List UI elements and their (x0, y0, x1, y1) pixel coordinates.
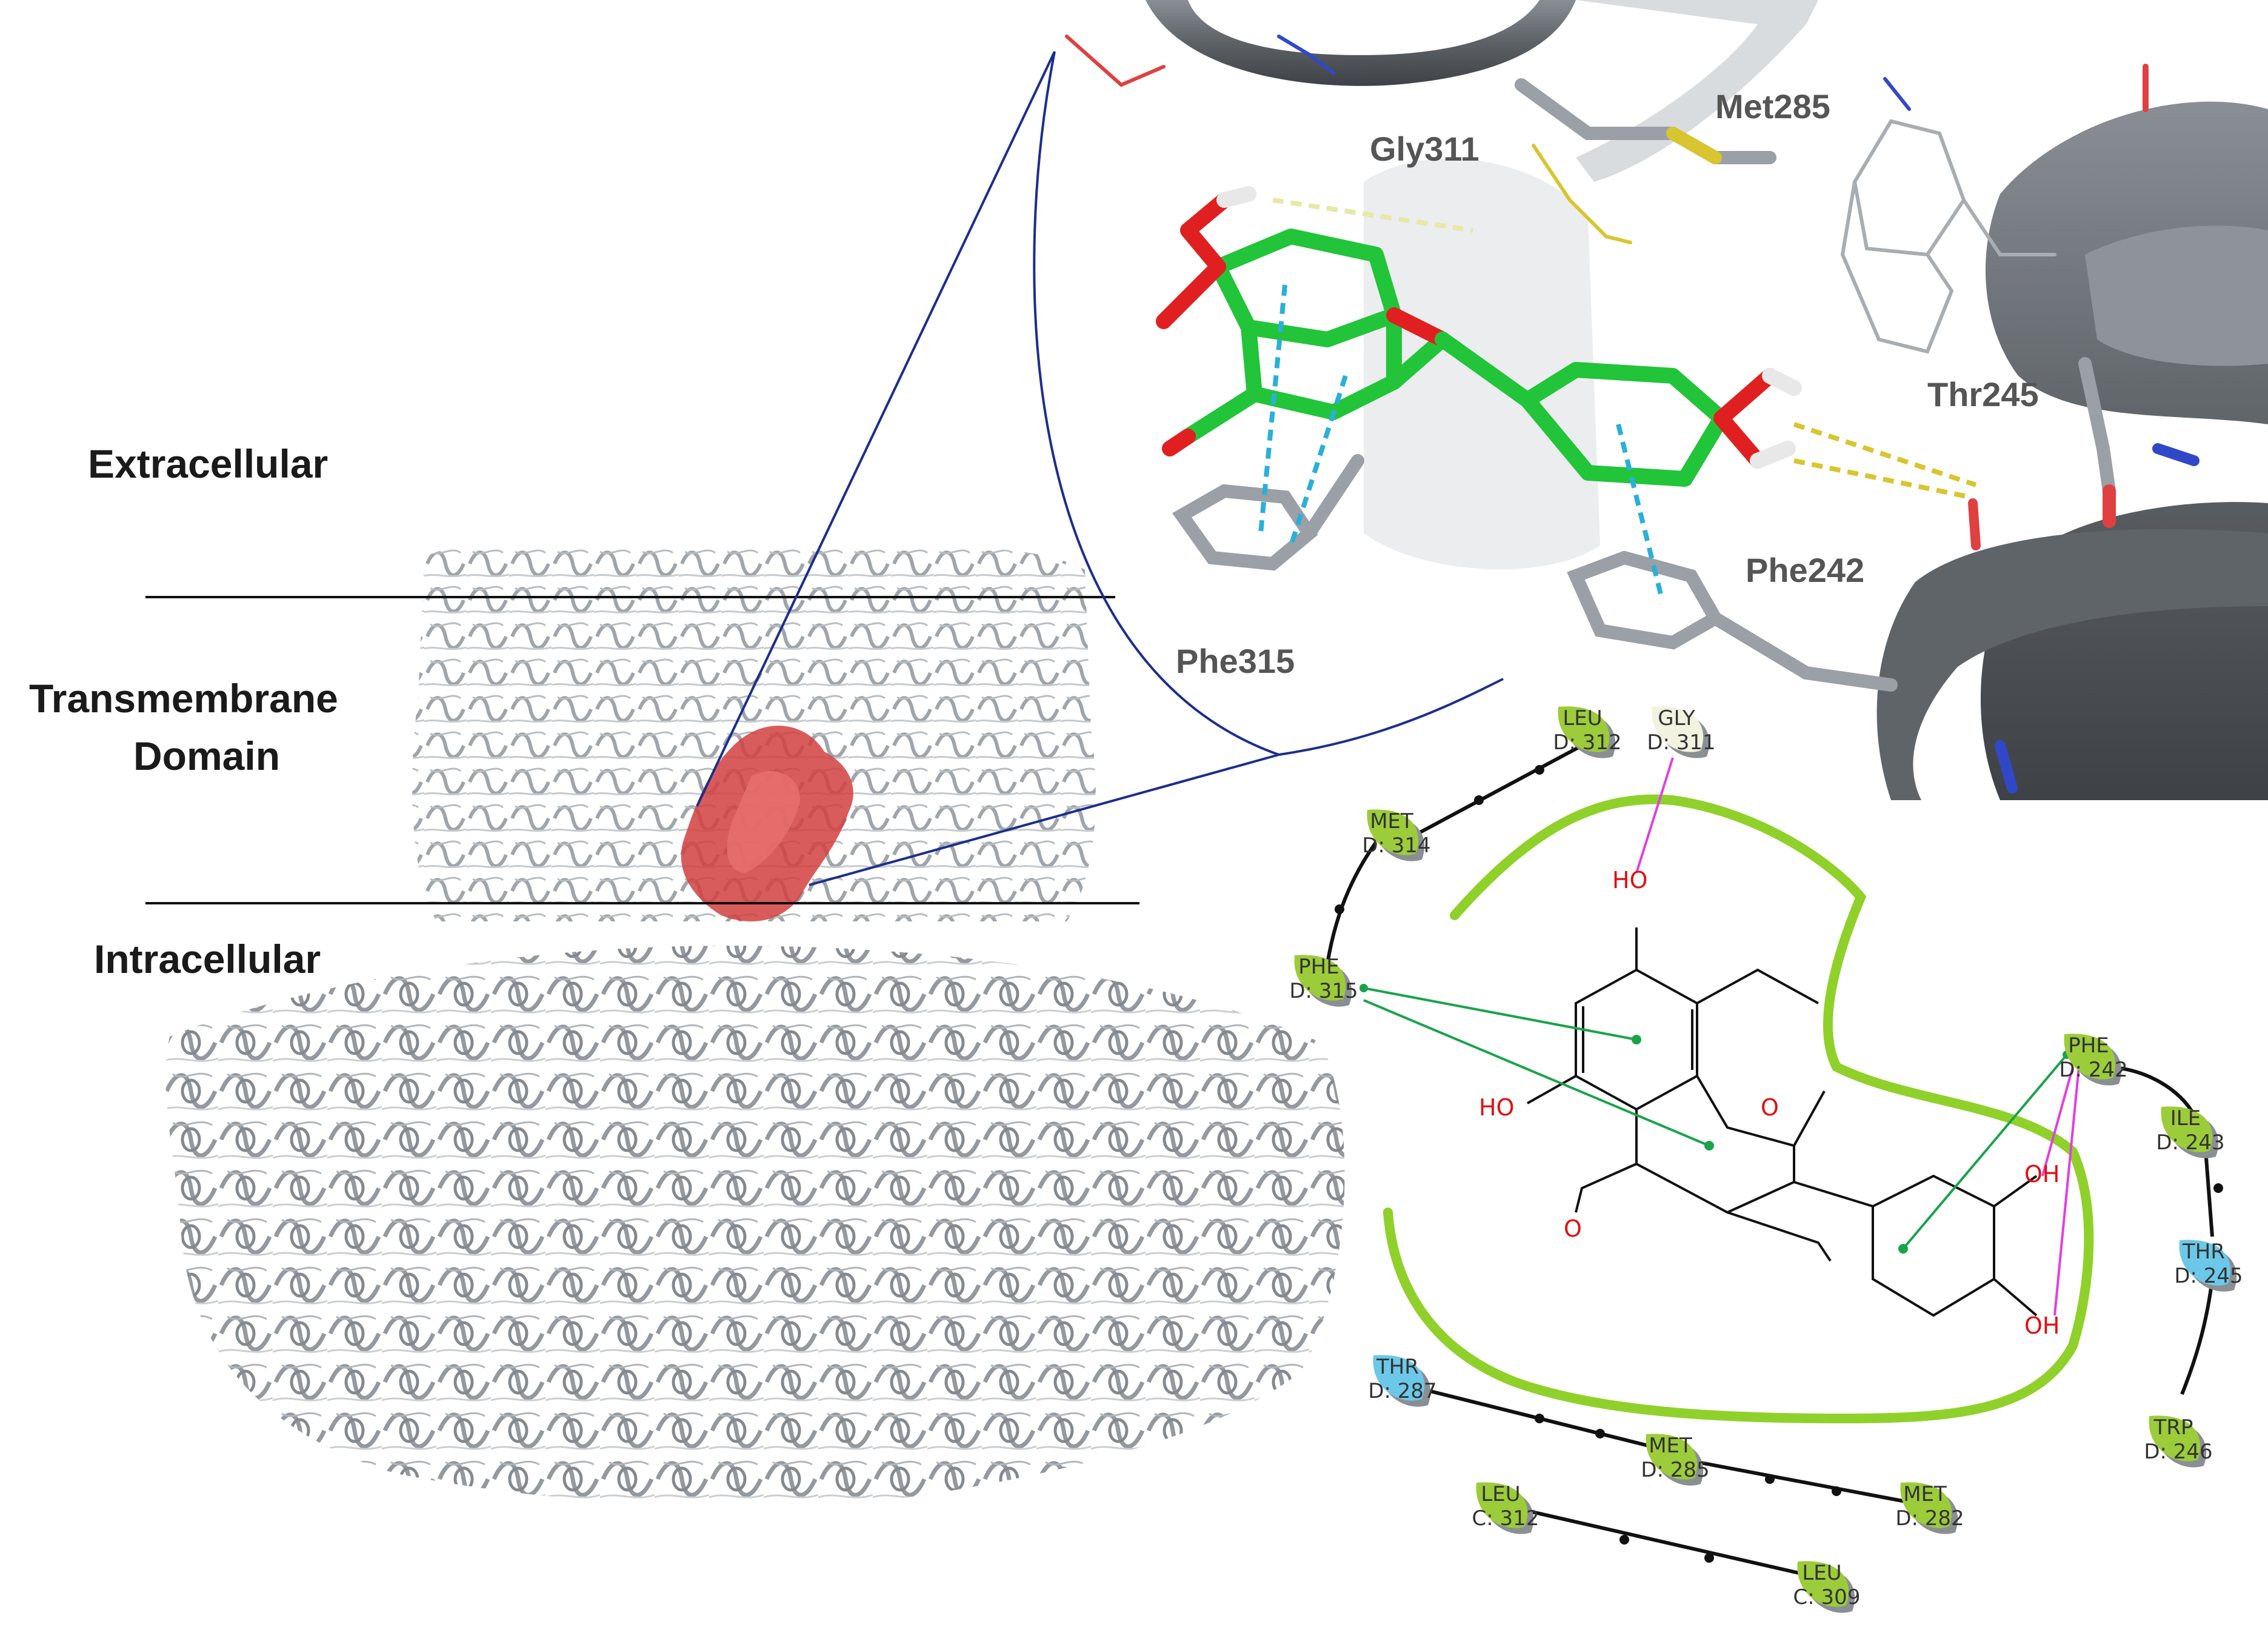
residue-node-name: GLY (1658, 706, 1695, 730)
interaction-dashes-3d (1258, 198, 1977, 595)
residue-label-phe315: Phe315 (1176, 642, 1295, 680)
residue-node-shape (2149, 1415, 2201, 1462)
residue-node-shape (1797, 1561, 1849, 1607)
residue-node-name: THR (2182, 1240, 2225, 1264)
residue-node-name: LEU (1481, 1482, 1520, 1506)
residue-node-shape (1367, 809, 1419, 855)
intracellular-label: Intracellular (94, 937, 321, 981)
residue-node-shape (1900, 1482, 1952, 1528)
zoom-connectors (696, 51, 1504, 886)
residue-node-chain: D: 315 (1289, 979, 1358, 1003)
residue-node-name: TRP (2153, 1415, 2193, 1440)
helix-right-inner (2085, 226, 2268, 366)
residue-label-phe242: Phe242 (1746, 551, 1864, 589)
residue-node-shape (1294, 955, 1346, 1001)
pipi-phe242-ring3 (1902, 1054, 2068, 1250)
residue-node-chain: D: 242 (2059, 1058, 2127, 1082)
residue-node-name: MET (1903, 1482, 1947, 1506)
residue-node-name: LEU (1802, 1561, 1841, 1585)
residue-node-chain: D: 287 (1368, 1379, 1436, 1403)
interaction-endpoints (1359, 984, 2071, 1254)
binding-site-surface-highlight (727, 771, 800, 873)
residue-node-shape (2161, 1106, 2213, 1152)
residue-node-chain: D: 243 (2156, 1131, 2224, 1155)
binding-pose-3d: Gly311 Met285 Thr245 Phe242 Phe315 (1065, 0, 2268, 800)
hbond-phe242-b (2053, 1066, 2080, 1316)
interaction-lines-2d (1363, 757, 2080, 1316)
zoom-curve (1033, 51, 1504, 757)
atom-ho-top: HO (1612, 867, 1647, 894)
residue-node-shape (1652, 706, 1704, 752)
ligand-2d-structure (1527, 927, 2038, 1317)
residue-label-gly311: Gly311 (1370, 130, 1479, 168)
residue-node-shape (2179, 1240, 2231, 1286)
helix-right (1980, 101, 2268, 800)
atom-carbonyl-o: O (1564, 1215, 1582, 1242)
residue-node-name: MET (1370, 809, 1413, 834)
residue-node-shape (1558, 706, 1610, 752)
residue-node-chain: D: 285 (1641, 1458, 1709, 1482)
residue-node-chain: C: 312 (1472, 1506, 1539, 1531)
residue-node-chain: D: 311 (1647, 730, 1715, 755)
hbond-gly311 (1635, 757, 1674, 874)
residue-node-name: THR (1376, 1355, 1419, 1379)
residue-node-name: PHE (1298, 955, 1339, 979)
residue-node-name: MET (1649, 1434, 1692, 1458)
zoom-line-1 (696, 51, 1056, 807)
residue-node-shape (1646, 1434, 1698, 1480)
residue-label-met285: Met285 (1715, 87, 1830, 125)
helix-bottom-right (1876, 529, 2268, 800)
extracellular-label: Extracellular (88, 441, 328, 486)
backbone-dots (1335, 765, 2223, 1563)
residue-node-chain: D: 245 (2174, 1264, 2243, 1288)
binding-pocket-outline (1383, 794, 2094, 1424)
protein-overview: Extracellular Transmembrane Domain Intra… (29, 441, 1345, 1506)
residue-label-thr245: Thr245 (1927, 375, 2039, 413)
transmembrane-label-line2: Domain (133, 733, 280, 778)
residue-node-shape (2064, 1034, 2116, 1080)
intracellular-protein-ribbons (165, 946, 1345, 1506)
residue-node-chain: C: 309 (1793, 1585, 1861, 1609)
atom-oh-upper: OH (2024, 1161, 2060, 1188)
residue-node-chain: D: 246 (2144, 1440, 2212, 1464)
residue-node-name: ILE (2170, 1106, 2201, 1131)
residue-node-shape (1373, 1355, 1425, 1401)
residue-node-chain: D: 282 (1895, 1506, 1964, 1531)
hbond-phe242-a (2041, 1066, 2074, 1177)
atom-ho-left: HO (1479, 1094, 1514, 1121)
side-chains (1065, 35, 2200, 793)
residue-node-shape (1476, 1482, 1528, 1528)
transmembrane-label-line1: Transmembrane (29, 676, 338, 721)
zoom-line-2 (809, 753, 1279, 886)
atom-ring-o: O (1761, 1094, 1779, 1121)
residue-node-chain: D: 312 (1553, 730, 1621, 755)
residue-node-name: LEU (1563, 706, 1602, 730)
atom-oh-lower: OH (2024, 1312, 2060, 1339)
helix-top (1146, 0, 1576, 86)
residue-node-name: PHE (2068, 1034, 2109, 1058)
residue-node-chain: D: 314 (1362, 834, 1430, 858)
pipi-phe315-ring2 (1363, 999, 1710, 1147)
pipi-phe315-ring1 (1363, 987, 1637, 1041)
